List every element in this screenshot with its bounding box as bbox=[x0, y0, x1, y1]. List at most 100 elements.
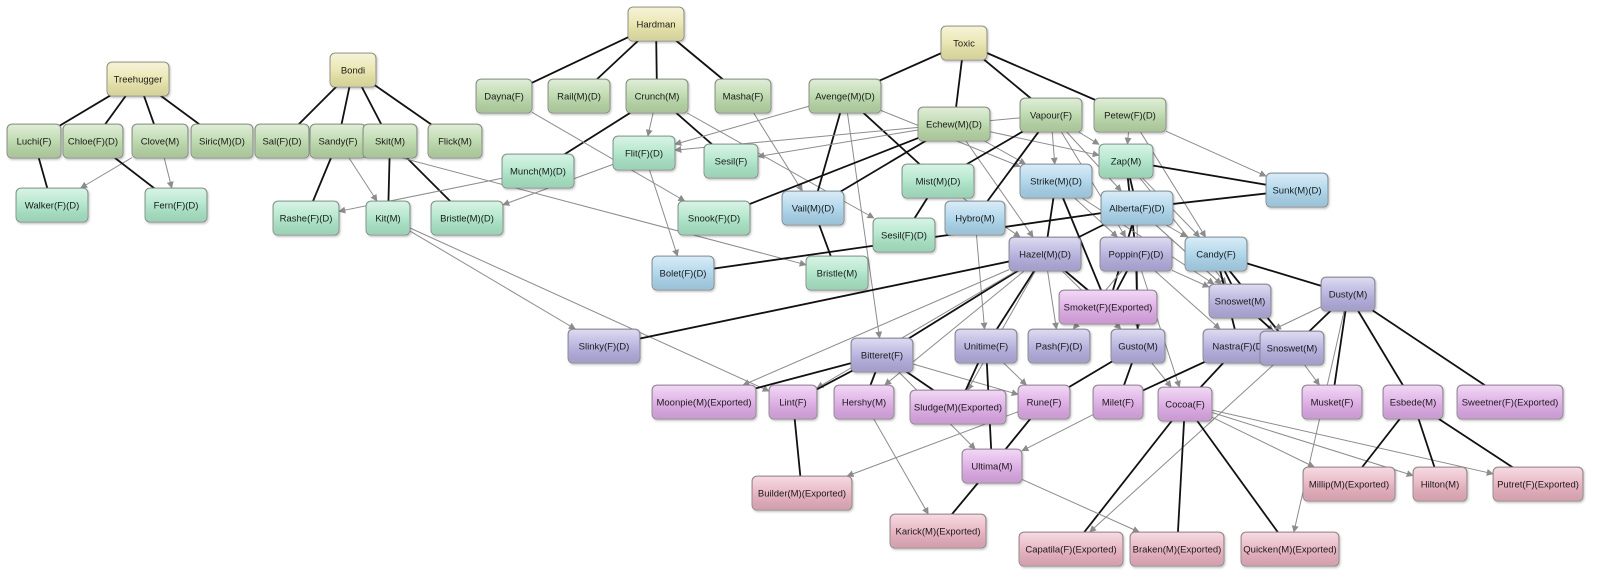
node-gloss bbox=[1261, 332, 1323, 364]
node-fern[interactable]: Fern(F)(D) bbox=[144, 187, 208, 223]
node-label: Echew(M)(D) bbox=[926, 120, 982, 131]
node-gloss bbox=[963, 450, 1021, 482]
edge-clove-fern bbox=[163, 157, 174, 189]
node-milet[interactable]: Milet(F) bbox=[1092, 384, 1144, 420]
node-skit[interactable]: Skit(M) bbox=[362, 123, 418, 159]
node-label: Kit(M) bbox=[375, 214, 400, 225]
node-petew[interactable]: Petew(F)(D) bbox=[1093, 97, 1167, 133]
node-slinky[interactable]: Slinky(F)(D) bbox=[567, 328, 641, 364]
node-alberta[interactable]: Alberta(F)(D) bbox=[1100, 190, 1174, 226]
node-poppin[interactable]: Poppin(F)(D) bbox=[1099, 236, 1173, 272]
node-ultima[interactable]: Ultima(M) bbox=[961, 448, 1023, 484]
node-gloss bbox=[549, 80, 609, 112]
node-label: Snoswet(M) bbox=[1215, 297, 1266, 308]
node-bristled[interactable]: Bristle(M)(D) bbox=[430, 200, 504, 236]
node-walker[interactable]: Walker(F)(D) bbox=[15, 187, 89, 223]
node-masha[interactable]: Masha(F) bbox=[714, 78, 772, 114]
node-sesilf[interactable]: Sesil(F) bbox=[703, 143, 759, 179]
node-hazel[interactable]: Hazel(M)(D) bbox=[1008, 236, 1082, 272]
node-gloss bbox=[64, 125, 122, 157]
node-esbede[interactable]: Esbede(M) bbox=[1382, 384, 1444, 420]
node-luchi[interactable]: Luchi(F) bbox=[6, 123, 62, 159]
node-lint[interactable]: Lint(F) bbox=[768, 384, 818, 420]
edge-dusty-sweetner bbox=[1347, 293, 1511, 403]
node-unitime[interactable]: Unitime(F) bbox=[954, 328, 1018, 364]
node-snook[interactable]: Snook(F)(D) bbox=[677, 200, 751, 236]
node-label: Hershy(M) bbox=[842, 398, 886, 409]
node-hardman[interactable]: Hardman bbox=[627, 6, 685, 42]
node-quicken[interactable]: Quicken(M)(Exported) bbox=[1240, 531, 1340, 567]
node-sesilfd[interactable]: Sesil(F)(D) bbox=[872, 217, 936, 253]
node-sweetner[interactable]: Sweetner(F)(Exported) bbox=[1456, 384, 1564, 420]
node-bitteret[interactable]: Bitteret(F) bbox=[850, 337, 914, 373]
node-hershy[interactable]: Hershy(M) bbox=[833, 384, 895, 420]
node-gloss bbox=[1494, 468, 1582, 500]
node-gloss bbox=[1020, 533, 1122, 565]
node-sal[interactable]: Sal(F)(D) bbox=[254, 123, 310, 159]
node-mist[interactable]: Mist(M)(D) bbox=[901, 163, 975, 199]
node-bondi[interactable]: Bondi bbox=[329, 52, 377, 88]
node-label: Rune(F) bbox=[1027, 398, 1062, 409]
node-rune[interactable]: Rune(F) bbox=[1017, 384, 1071, 420]
node-vapour[interactable]: Vapour(F) bbox=[1019, 97, 1083, 133]
node-snoswet1[interactable]: Snoswet(M) bbox=[1208, 283, 1272, 319]
node-hilton[interactable]: Hilton(M) bbox=[1412, 466, 1468, 502]
node-rashe[interactable]: Rashe(F)(D) bbox=[272, 200, 340, 236]
node-sludge[interactable]: Sludge(M)(Exported) bbox=[909, 389, 1007, 425]
edge-strike-smoket bbox=[1055, 180, 1109, 308]
node-gloss bbox=[133, 125, 187, 157]
edge-echew-snook bbox=[713, 123, 955, 219]
node-bristle[interactable]: Bristle(M) bbox=[805, 255, 869, 291]
node-label: Fern(F)(D) bbox=[154, 201, 199, 212]
node-flit[interactable]: Flit(F)(D) bbox=[612, 135, 676, 171]
node-crunch[interactable]: Crunch(M) bbox=[625, 78, 689, 114]
node-dayna[interactable]: Dayna(F) bbox=[475, 78, 533, 114]
node-flick[interactable]: Flick(M) bbox=[427, 123, 483, 159]
node-capatila[interactable]: Capatila(F)(Exported) bbox=[1018, 531, 1124, 567]
node-sunk[interactable]: Sunk(M)(D) bbox=[1265, 172, 1329, 208]
node-musket[interactable]: Musket(F) bbox=[1301, 384, 1363, 420]
node-braken[interactable]: Braken(M)(Exported) bbox=[1129, 531, 1225, 567]
node-gloss bbox=[311, 125, 365, 157]
node-munch[interactable]: Munch(M)(D) bbox=[501, 153, 575, 189]
node-label: Petew(F)(D) bbox=[1104, 111, 1156, 122]
node-sandy[interactable]: Sandy(F) bbox=[309, 123, 367, 159]
node-gloss bbox=[1029, 330, 1089, 362]
node-snoswet2[interactable]: Snoswet(M) bbox=[1259, 330, 1325, 366]
node-vail[interactable]: Vail(M)(D) bbox=[781, 190, 845, 226]
node-clove[interactable]: Clove(M) bbox=[131, 123, 189, 159]
node-siric[interactable]: Siric(M)(D) bbox=[190, 123, 254, 159]
edge-poppin-snoswet1 bbox=[1171, 269, 1210, 288]
node-echew[interactable]: Echew(M)(D) bbox=[917, 106, 991, 142]
node-rail[interactable]: Rail(M)(D) bbox=[547, 78, 611, 114]
node-zap[interactable]: Zap(M) bbox=[1098, 143, 1154, 179]
node-label: Gusto(M) bbox=[1118, 342, 1158, 353]
node-label: Nastra(F)(D) bbox=[1212, 342, 1265, 353]
node-pash[interactable]: Pash(F)(D) bbox=[1027, 328, 1091, 364]
node-karick[interactable]: Karick(M)(Exported) bbox=[889, 513, 987, 549]
node-avenge[interactable]: Avenge(M)(D) bbox=[808, 78, 882, 114]
node-smoket[interactable]: Smoket(F)(Exported) bbox=[1058, 289, 1158, 325]
node-bolet[interactable]: Bolet(F)(D) bbox=[651, 255, 715, 291]
node-strike[interactable]: Strike(M)(D) bbox=[1019, 163, 1093, 199]
node-label: Luchi(F) bbox=[17, 137, 52, 148]
node-moonpie[interactable]: Moonpie(M)(Exported) bbox=[651, 384, 757, 420]
node-gloss bbox=[1242, 533, 1338, 565]
node-toxic[interactable]: Toxic bbox=[940, 25, 988, 61]
node-hybro[interactable]: Hybro(M) bbox=[944, 200, 1006, 236]
node-chloe[interactable]: Chloe(F)(D) bbox=[62, 123, 124, 159]
node-nastra[interactable]: Nastra(F)(D) bbox=[1202, 328, 1276, 364]
edge-kit-lint bbox=[409, 227, 770, 392]
node-builder[interactable]: Builder(M)(Exported) bbox=[751, 475, 853, 511]
node-dusty[interactable]: Dusty(M) bbox=[1320, 276, 1376, 312]
node-kit[interactable]: Kit(M) bbox=[365, 200, 411, 236]
node-cocoa[interactable]: Cocoa(F) bbox=[1157, 386, 1213, 422]
node-putret[interactable]: Putret(F)(Exported) bbox=[1492, 466, 1584, 502]
node-gusto[interactable]: Gusto(M) bbox=[1110, 328, 1166, 364]
node-candy[interactable]: Candy(F) bbox=[1184, 236, 1248, 272]
node-label: Dusty(M) bbox=[1329, 290, 1368, 301]
node-label: Builder(M)(Exported) bbox=[758, 489, 846, 500]
node-millip[interactable]: Millip(M)(Exported) bbox=[1302, 466, 1396, 502]
node-gloss bbox=[17, 189, 87, 221]
node-treehugger[interactable]: Treehugger bbox=[106, 61, 170, 97]
